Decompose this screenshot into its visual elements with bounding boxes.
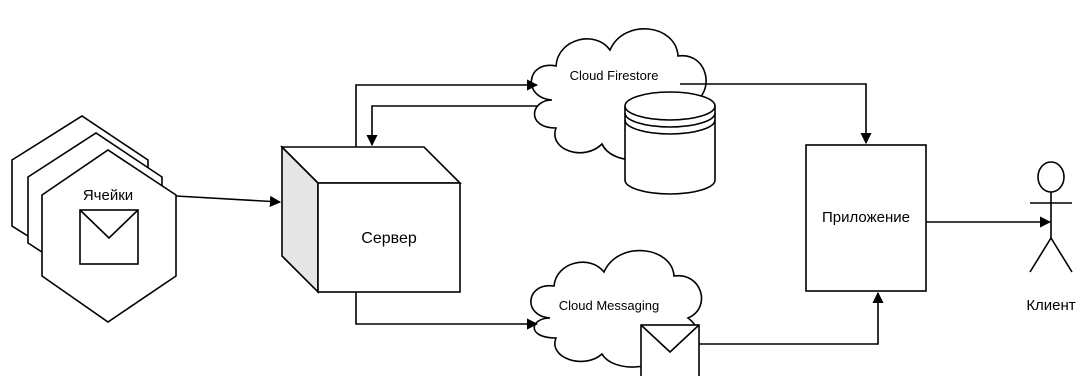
app-box (805, 144, 927, 292)
app-node: Приложение (805, 144, 927, 292)
server-label: Сервер (361, 230, 417, 247)
server-node: Сервер (280, 145, 462, 294)
firestore-node: Cloud Firestore (530, 27, 716, 195)
envelope-icon (640, 324, 700, 376)
cells-node: Ячейки (11, 115, 177, 323)
arrow-server-to-firestore (355, 79, 539, 147)
messaging-node: Cloud Messaging (530, 249, 703, 376)
cells-label: Ячейки (83, 187, 133, 204)
envelope-icon (79, 209, 139, 265)
arrow-firestore-to-server (366, 105, 537, 147)
server-front-face (317, 182, 461, 293)
arrow-cells-to-server (175, 195, 282, 208)
actor-icon (1029, 161, 1073, 273)
app-label: Приложение (822, 209, 910, 226)
messaging-label: Cloud Messaging (559, 298, 659, 313)
firestore-label: Cloud Firestore (570, 68, 659, 83)
client-label: Клиент (1026, 297, 1075, 314)
database-icon (624, 91, 716, 195)
arrow-server-to-messaging (355, 292, 539, 330)
arrow-messaging-to-app (699, 291, 884, 345)
arrow-firestore-to-app (680, 83, 872, 145)
client-node: Клиент (1026, 161, 1076, 314)
